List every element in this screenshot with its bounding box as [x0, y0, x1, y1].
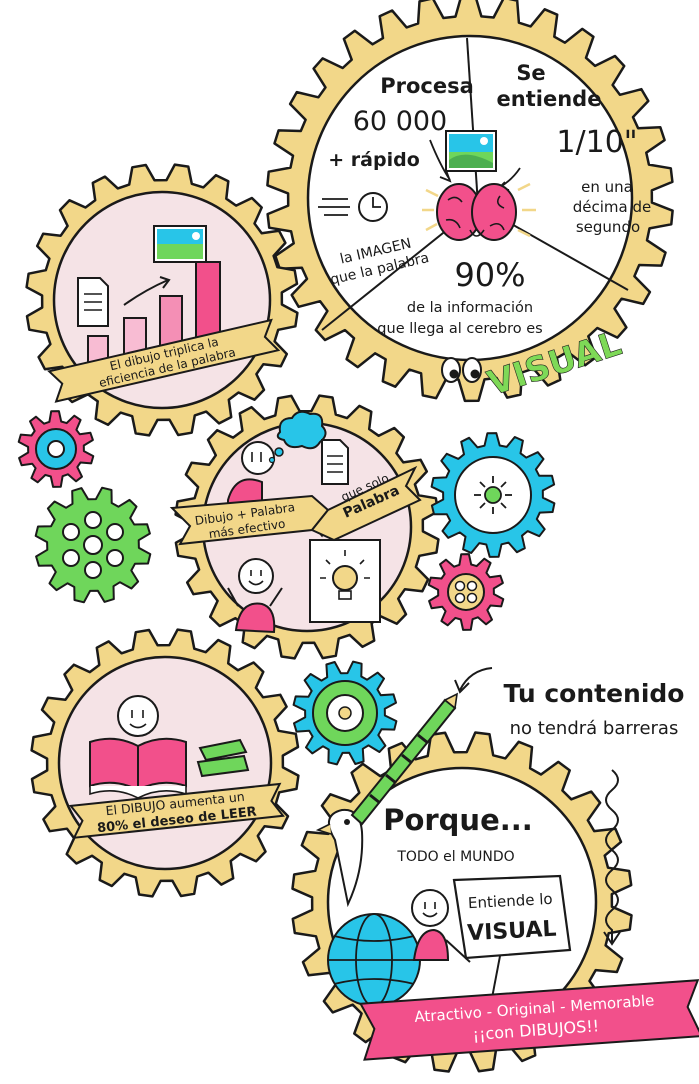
top-gear-content — [318, 130, 536, 383]
decima-line-2: décima de — [573, 198, 652, 216]
eyes-icon — [441, 357, 482, 383]
sun-rays — [474, 476, 512, 514]
document-icon — [77, 277, 109, 327]
se-entiende-line-1: Se — [516, 61, 545, 85]
decima-line-1: en una — [581, 178, 633, 196]
picture-icon — [445, 130, 497, 172]
middle-gear-content — [227, 410, 381, 634]
final-banner: Atractivo - Original - Memorable ¡¡con D… — [358, 979, 699, 1061]
pink-small-gear — [427, 553, 505, 631]
divider-line — [466, 37, 479, 206]
porque-heading: Porque... — [383, 803, 533, 837]
procesa-number: 60 000 — [353, 106, 447, 137]
lightbulb-icon — [332, 565, 358, 591]
squiggle-arrow-icon — [603, 769, 621, 946]
no-barreras-subheading: no tendrá barreras — [510, 718, 679, 739]
reading-ribbon: El DIBUJO aumenta un 80% el deseo de LEE… — [68, 782, 285, 839]
open-book-icon — [89, 737, 187, 799]
info-line-1: de la información — [407, 300, 533, 316]
fraction-value: 1/10" — [556, 125, 637, 160]
curved-arrow-icon — [454, 667, 493, 694]
thought-cloud-icon — [268, 410, 327, 464]
cyan-sun-gear — [430, 432, 556, 558]
document-icon — [321, 439, 349, 485]
se-entiende-line-2: entiende — [497, 87, 602, 111]
green-small-gear — [34, 486, 152, 604]
pink-cyan-small-gear — [17, 410, 95, 488]
speech-sign-icon — [452, 874, 572, 999]
reading-person-icon — [117, 695, 159, 737]
idea-board-icon — [309, 539, 381, 623]
pencil-icon — [350, 692, 459, 826]
bottom-gear-content — [315, 692, 572, 1007]
sparkle-lines — [422, 182, 536, 238]
picture-icon — [153, 225, 207, 263]
info-line-2: que llega al cerebro es — [377, 321, 542, 337]
decima-line-3: segundo — [576, 218, 640, 236]
procesa-title: Procesa — [380, 74, 474, 98]
sun-icon — [484, 486, 502, 504]
brain-icon — [436, 183, 517, 241]
sign-line-2: VISUAL — [467, 917, 557, 947]
happy-person-icon — [227, 558, 283, 634]
tu-contenido-heading: Tu contenido — [504, 679, 685, 708]
cyan-green-target-gear — [292, 660, 398, 766]
rapido-label: + rápido — [328, 149, 420, 171]
todo-mundo-label: TODO el MUNDO — [396, 849, 514, 865]
clock-icon — [318, 192, 388, 222]
reading-gear-content — [89, 695, 250, 799]
trend-arrow-icon — [123, 276, 171, 306]
closed-books-icon — [196, 738, 250, 778]
globe-icon — [327, 913, 421, 1007]
sign-line-1: Entiende lo — [468, 890, 553, 912]
percent-value: 90% — [454, 256, 525, 294]
